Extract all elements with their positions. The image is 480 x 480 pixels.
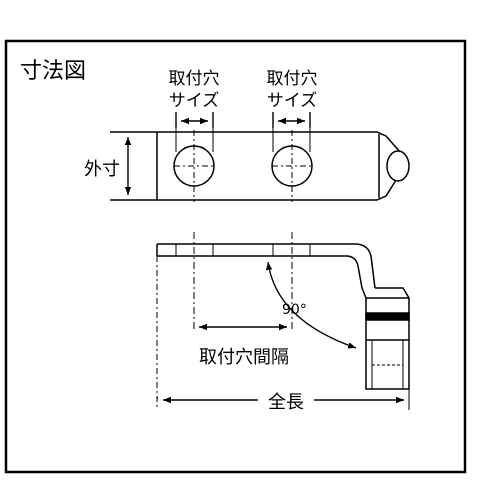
total-length-dimension <box>156 256 410 410</box>
frame-border <box>4 39 467 474</box>
outer-width-dimension <box>110 131 157 201</box>
hole-size-label-2-line1: 取付穴 <box>267 69 318 89</box>
diagram-title: 寸法図 <box>20 59 86 84</box>
hole-size-label-1-line1: 取付穴 <box>169 69 220 89</box>
outer-width-label: 外寸 <box>84 159 120 180</box>
lug-top-view <box>156 128 410 202</box>
hole-center-lines <box>193 232 293 332</box>
hole-size-dimension-1 <box>175 112 214 128</box>
hole-pitch-label: 取付穴間隔 <box>199 347 289 368</box>
angle-indicator <box>265 261 357 349</box>
hole-size-label-2-line2: サイズ <box>267 91 318 111</box>
angle-label: 90° <box>282 302 307 318</box>
total-length-label: 全長 <box>268 392 304 413</box>
hole-size-dimension-2 <box>272 112 311 128</box>
barrel-band <box>365 312 410 321</box>
hole-size-label-1-line2: サイズ <box>169 91 220 111</box>
lug-side-view <box>156 243 410 390</box>
